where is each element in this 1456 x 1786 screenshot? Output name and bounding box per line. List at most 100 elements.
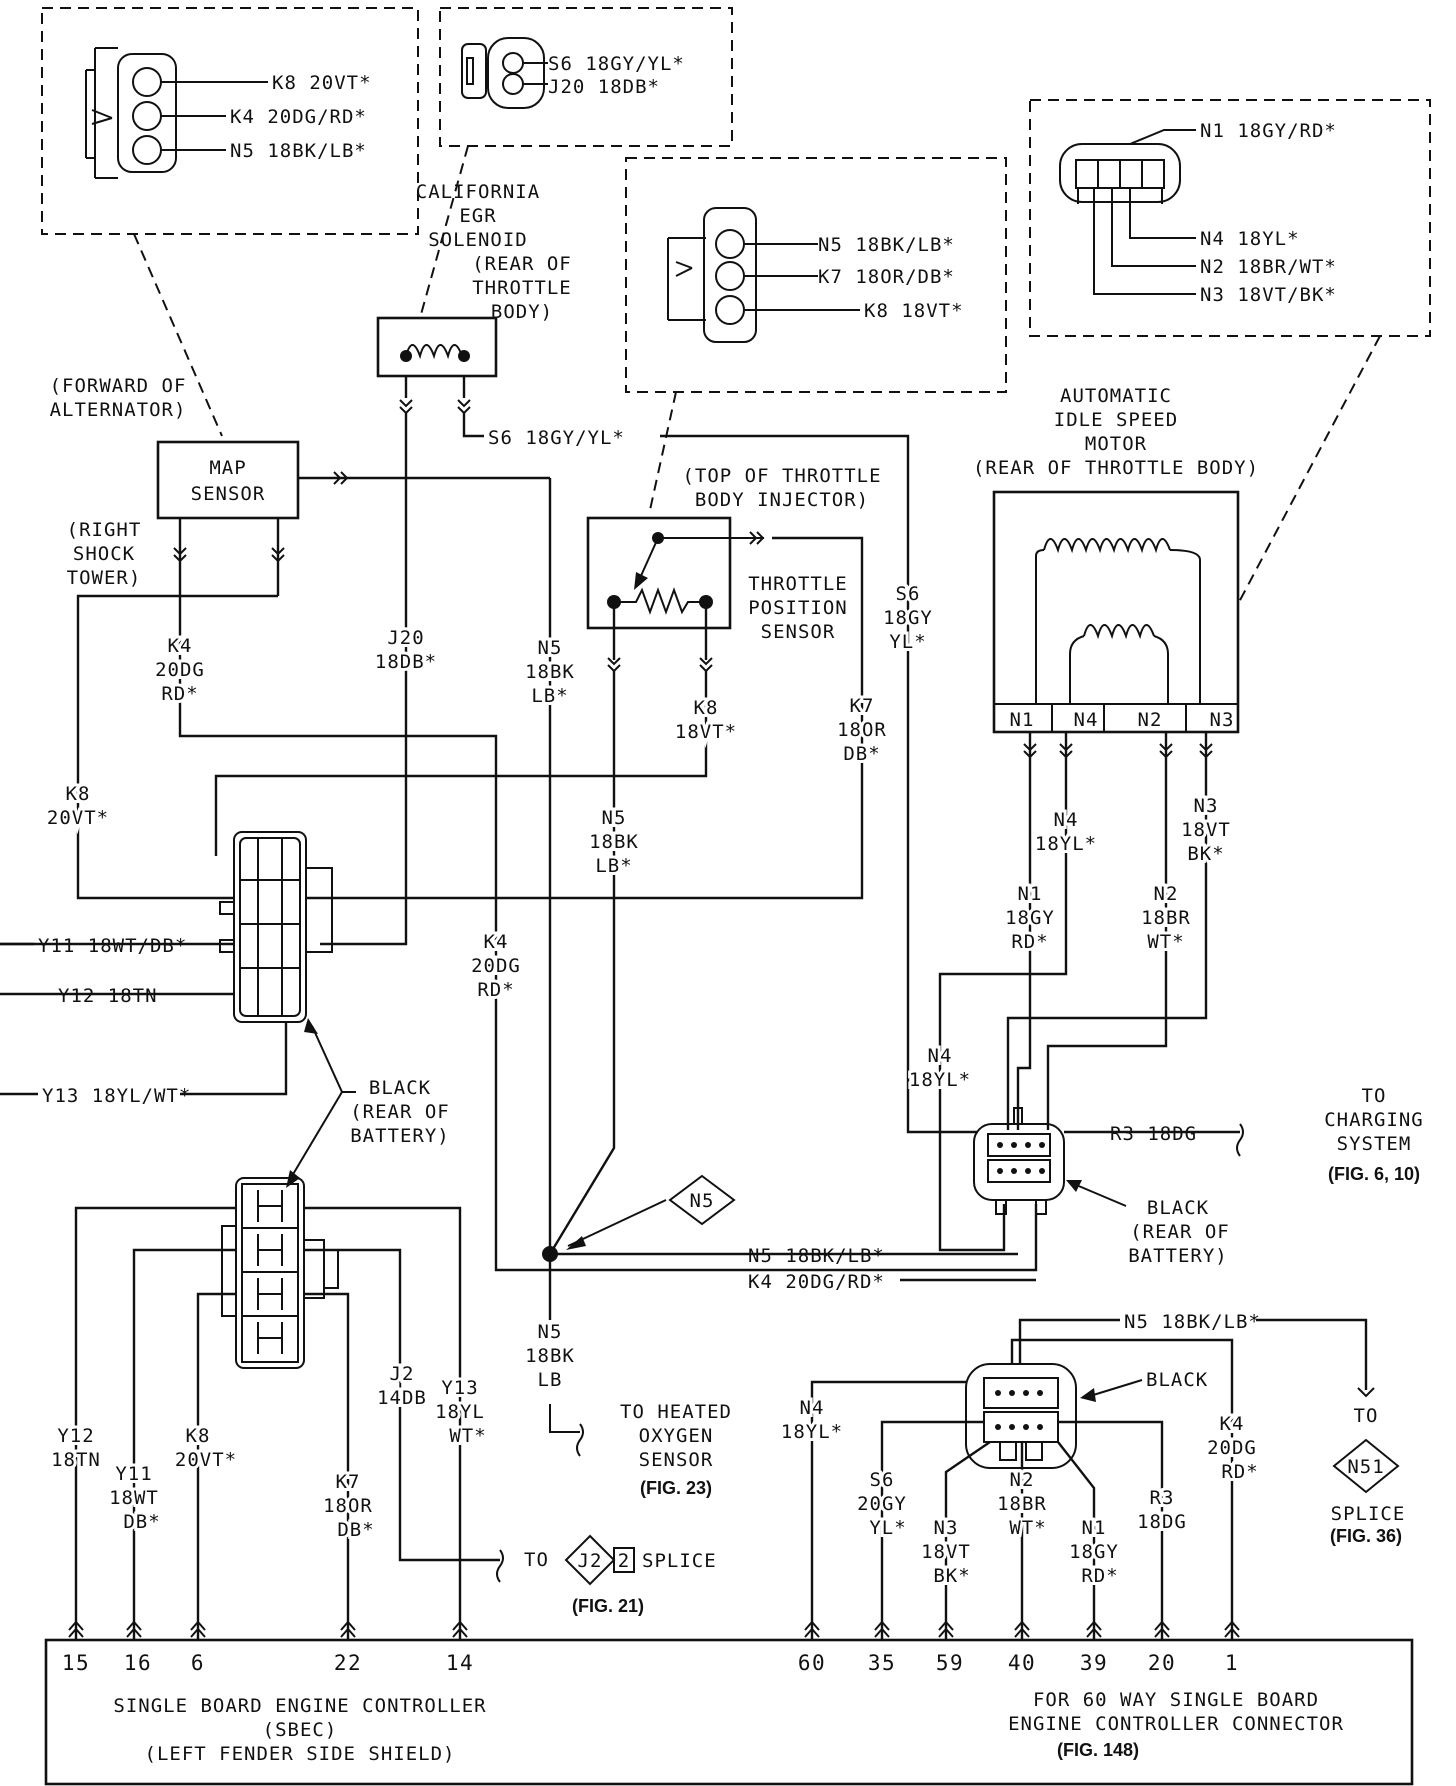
black-label-left: BLACK (REAR OF BATTERY) [286,1018,450,1188]
svg-text:K8: K8 [694,697,719,719]
svg-text:35: 35 [868,1651,896,1675]
svg-text:K4: K4 [1220,1413,1245,1435]
svg-text:18DB*: 18DB* [375,651,437,673]
svg-text:SHOCK: SHOCK [73,543,135,565]
svg-text:RD*: RD* [161,683,198,705]
svg-text:Y11: Y11 [115,1463,152,1485]
svg-text:18DG: 18DG [1137,1511,1187,1533]
svg-text:(REAR OF: (REAR OF [350,1101,450,1123]
svg-text:14DB: 14DB [377,1387,427,1409]
black-connector-right [973,1107,1065,1215]
svg-text:RD*: RD* [477,979,514,1001]
tps-pin-2: K7 18OR/DB* [818,266,955,288]
svg-text:N4: N4 [928,1045,953,1067]
idle-speed-motor: N1 N4 N2 N3 AUTOMATIC IDLE SPEED MOTOR (… [973,385,1259,734]
svg-text:N3: N3 [934,1517,959,1539]
svg-text:BODY): BODY) [491,301,553,323]
svg-text:20DG: 20DG [155,659,205,681]
svg-text:YL*: YL* [869,1517,906,1539]
connector60-title: FOR 60 WAY SINGLE BOARD [1033,1689,1319,1711]
svg-text:N1: N1 [1018,883,1043,905]
svg-text:14: 14 [446,1651,474,1675]
svg-text:18VT*: 18VT* [675,721,737,743]
svg-text:K8: K8 [66,783,91,805]
svg-text:K4: K4 [484,931,509,953]
svg-text:20VT*: 20VT* [175,1449,237,1471]
svg-text:18GY: 18GY [1005,907,1055,929]
svg-text:N4: N4 [1074,709,1099,731]
svg-text:18WT: 18WT [109,1487,159,1509]
svg-text:WT*: WT* [1009,1517,1046,1539]
svg-text:2: 2 [618,1550,630,1572]
svg-text:MOTOR: MOTOR [1085,433,1147,455]
svg-text:18TN: 18TN [51,1449,101,1471]
svg-text:SENSOR: SENSOR [639,1449,714,1471]
wire-y13: Y13 18YL/WT* [42,1085,191,1107]
svg-text:N5: N5 [690,1190,715,1212]
svg-text:18YL*: 18YL* [909,1069,971,1091]
wire-y11: Y11 18WT/DB* [38,935,187,957]
svg-text:RD*: RD* [1221,1461,1258,1483]
tps-pin-1: N5 18BK/LB* [818,234,955,256]
svg-text:18GY: 18GY [883,607,933,629]
svg-text:20DG: 20DG [1207,1437,1257,1459]
svg-text:BK*: BK* [1187,843,1224,865]
svg-text:BATTERY): BATTERY) [1128,1245,1228,1267]
svg-text:IDLE SPEED: IDLE SPEED [1054,409,1178,431]
egr-connector-inset: S6 18GY/YL* J20 18DB* [439,7,733,147]
svg-text:SENSOR: SENSOR [761,621,836,643]
svg-text:Y13: Y13 [441,1377,478,1399]
svg-text:N1: N1 [1010,709,1035,731]
sbec-title: SINGLE BOARD ENGINE CONTROLLER [113,1695,486,1717]
throttle-position-sensor: (TOP OF THROTTLE BODY INJECTOR) THROTTLE… [586,465,881,660]
svg-text:N4: N4 [1054,809,1079,831]
wire-k4-splice: K4 20DG/RD* [748,1271,885,1293]
ref-n51: TO N51 SPLICE (FIG. 36) [1330,1405,1404,1546]
svg-text:N3: N3 [1210,709,1235,731]
svg-text:(FIG. 148): (FIG. 148) [1057,1740,1139,1760]
svg-text:BLACK: BLACK [1147,1197,1209,1219]
map-pin-3: N5 18BK/LB* [230,140,367,162]
svg-text:LB*: LB* [595,855,632,877]
svg-text:S6: S6 [896,583,921,605]
lower-right-wire-labels: N4 18YL* S6 20GY YL* N3 18VT BK* N2 18BR… [778,1394,1261,1590]
svg-text:SOLENOID: SOLENOID [428,229,528,251]
svg-text:S6: S6 [870,1469,895,1491]
wire-n5-splice: N5 18BK/LB* [748,1245,885,1267]
svg-text:TO: TO [1362,1085,1387,1107]
svg-text:DB*: DB* [843,743,880,765]
svg-text:N2: N2 [1154,883,1179,905]
sbec-controller: 15 16 6 22 14 60 35 59 40 39 20 1 SINGLE… [44,1638,1414,1786]
black-label-right: BLACK (REAR OF BATTERY) [1066,1180,1229,1267]
svg-text:N5: N5 [538,1321,563,1343]
svg-text:18YL: 18YL [435,1401,485,1423]
svg-text:TO: TO [524,1549,549,1571]
svg-text:LB*: LB* [531,685,568,707]
ais-label: AUTOMATIC [1060,385,1172,407]
svg-text:(REAR OF THROTTLE BODY): (REAR OF THROTTLE BODY) [973,457,1259,479]
svg-text:18BK: 18BK [525,1345,575,1367]
svg-text:BATTERY): BATTERY) [350,1125,450,1147]
svg-text:J2: J2 [578,1550,603,1572]
svg-text:16: 16 [124,1651,152,1675]
svg-text:18YL*: 18YL* [781,1421,843,1443]
tps-pin-3: K8 18VT* [864,300,964,322]
svg-text:N3: N3 [1194,795,1219,817]
svg-text:DB*: DB* [337,1519,374,1541]
svg-text:N4: N4 [800,1397,825,1419]
svg-text:20DG: 20DG [471,955,521,977]
svg-text:18YL*: 18YL* [1035,833,1097,855]
svg-text:N51: N51 [1347,1456,1384,1478]
sbec-pin-chevrons [68,1621,1240,1638]
svg-text:TO: TO [1354,1405,1379,1427]
svg-text:SPLICE: SPLICE [642,1550,717,1572]
tps-connector-inset: N5 18BK/LB* K7 18OR/DB* K8 18VT* [625,157,1007,393]
svg-text:(SBEC): (SBEC) [263,1719,338,1741]
